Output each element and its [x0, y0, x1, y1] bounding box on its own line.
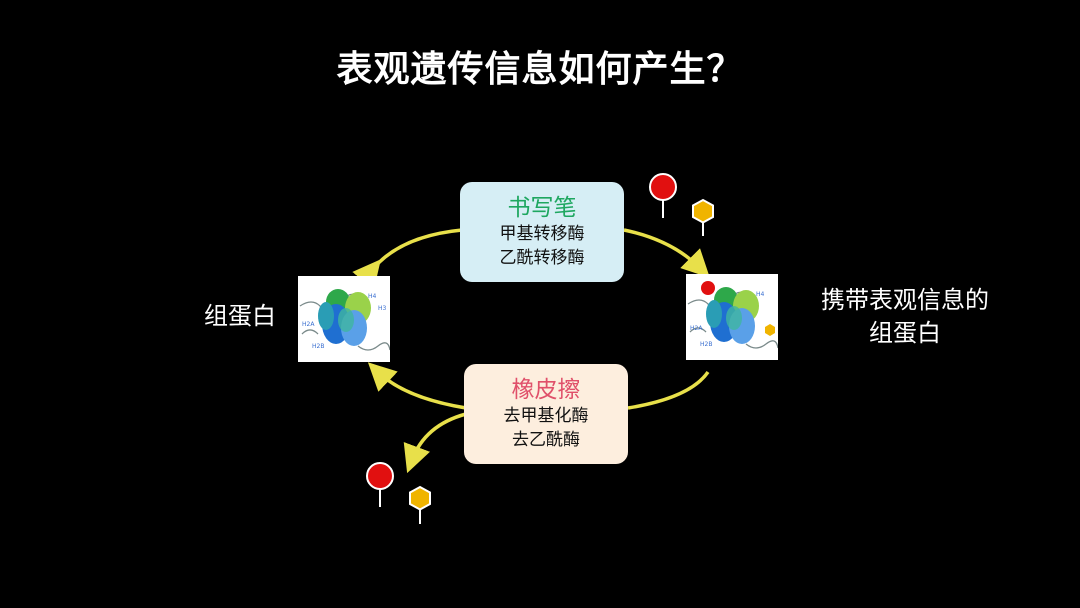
nucleosome-image-left: H4 H3 H2A H2B — [298, 276, 391, 362]
bottom-arc-right — [627, 370, 710, 410]
methyl-dot — [701, 281, 715, 295]
histone-label: 组蛋白 — [204, 302, 276, 330]
acetyl-mark-bottom — [409, 485, 431, 524]
page-title: 表观遗传信息如何产生？ — [336, 49, 744, 90]
acetyl-mark-top — [692, 198, 714, 236]
bottom-arc-left — [367, 362, 467, 410]
acetyl-dot — [765, 324, 775, 336]
modified-histone-label-line-2: 组蛋白 — [869, 319, 941, 347]
eraser-box: 橡皮擦 去甲基化酶 去乙酰酶 — [464, 364, 628, 464]
h4-label: H4 — [756, 291, 765, 298]
top-arc-left — [352, 228, 463, 290]
writer-title: 书写笔 — [507, 195, 577, 221]
writer-line-1: 甲基转移酶 — [499, 224, 585, 244]
methyl-mark-bottom — [366, 462, 394, 507]
writer-line-2: 乙酰转移酶 — [499, 248, 585, 268]
h2b-label: H2B — [700, 341, 712, 348]
eraser-line-1: 去甲基化酶 — [503, 406, 589, 426]
modified-histone-label-line-1: 携带表观信息的 — [821, 286, 989, 314]
methyl-mark-top — [649, 173, 677, 218]
eraser-title: 橡皮擦 — [511, 377, 581, 403]
writer-box: 书写笔 甲基转移酶 乙酰转移酶 — [460, 182, 624, 282]
h3-label: H3 — [378, 305, 387, 312]
eraser-line-2: 去乙酰酶 — [512, 430, 580, 450]
modified-histone-label: 携带表观信息的 组蛋白 — [800, 284, 1010, 350]
h2a-label: H2A — [302, 321, 315, 328]
top-arc-right — [623, 228, 710, 278]
h2a-label: H2A — [690, 325, 703, 332]
removal-arrow — [403, 412, 467, 474]
h4-label: H4 — [368, 293, 377, 300]
h2b-label: H2B — [312, 343, 324, 350]
nucleosome-image-right: H4 H2A H2B — [686, 274, 779, 360]
